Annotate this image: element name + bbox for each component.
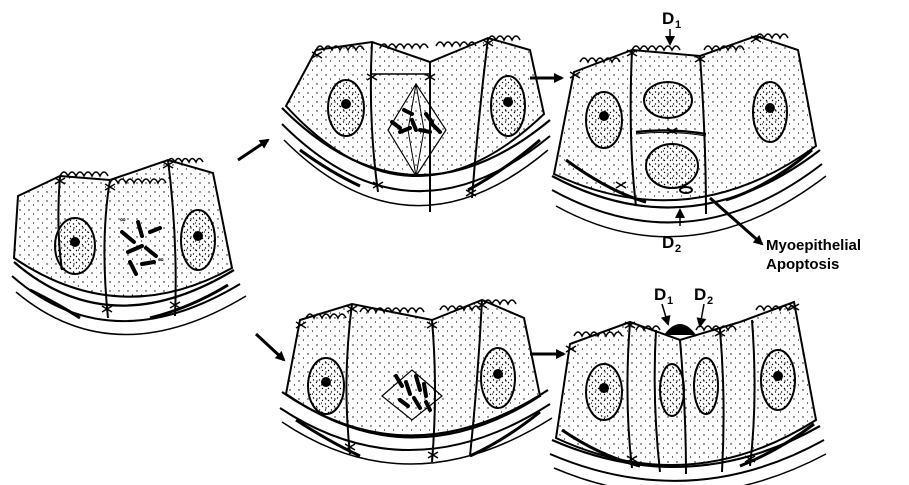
d2-top-text: D (662, 233, 674, 252)
arrow-to-bottom (256, 334, 284, 360)
panel-bottom-middle (280, 300, 552, 464)
arrow-to-top (238, 140, 268, 160)
panel-start: ∞ ∞ (12, 159, 246, 335)
panel-top-right (552, 34, 826, 237)
d2-top-sub: 2 (675, 243, 681, 255)
label-d2-top: D 2 (662, 210, 681, 255)
d1-top-sub: 1 (675, 19, 681, 31)
svg-text:∞: ∞ (158, 255, 164, 264)
d1-bottom-sub: 1 (667, 295, 673, 307)
panel-top-middle (282, 36, 550, 212)
label-d1-top: D 1 (662, 9, 681, 44)
d1-top-text: D (662, 9, 674, 28)
d2-bottom-sub: 2 (707, 295, 713, 307)
d2-bottom-text: D (694, 285, 706, 304)
label-d1-bottom: D 1 (654, 285, 673, 324)
svg-text:∞: ∞ (120, 215, 126, 224)
apoptosis-label: Apoptosis (766, 256, 839, 273)
panel-bottom-right (550, 302, 826, 485)
label-d2-bottom: D 2 (694, 285, 713, 326)
myoepithelial-label: Myoepithelial (766, 237, 861, 254)
d1-bottom-text: D (654, 285, 666, 304)
